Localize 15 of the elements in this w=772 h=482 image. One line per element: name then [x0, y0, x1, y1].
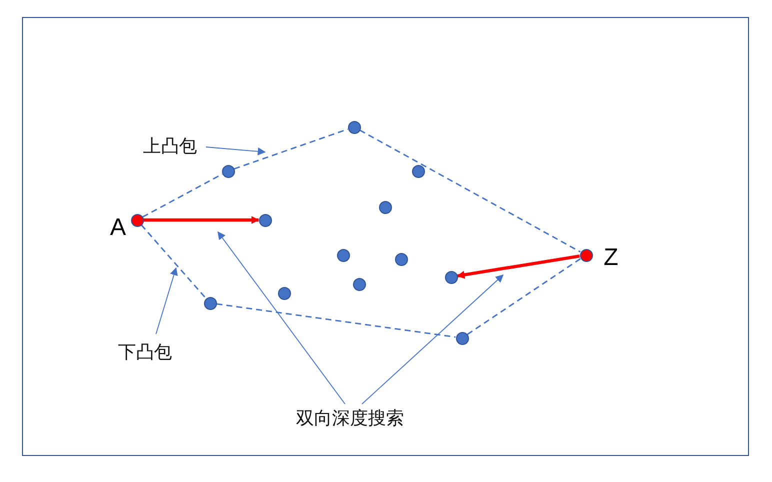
point-label: Z	[604, 246, 618, 270]
dashed-hull-line	[216, 303, 456, 338]
callout-text: 双向深度搜索	[296, 406, 404, 430]
arrow	[456, 254, 580, 279]
dashed-hull-line	[467, 258, 581, 335]
dashed-hull-line	[359, 130, 581, 252]
callout-text: 下凸包	[118, 340, 172, 364]
leader-line	[362, 274, 504, 404]
leader-line	[206, 146, 266, 156]
dashed-hull-line	[140, 224, 206, 299]
point-label: A	[110, 216, 126, 240]
leader-line	[156, 267, 178, 334]
callout-text: 上凸包	[143, 134, 197, 158]
arrow	[144, 216, 260, 224]
leader-line	[218, 231, 346, 404]
